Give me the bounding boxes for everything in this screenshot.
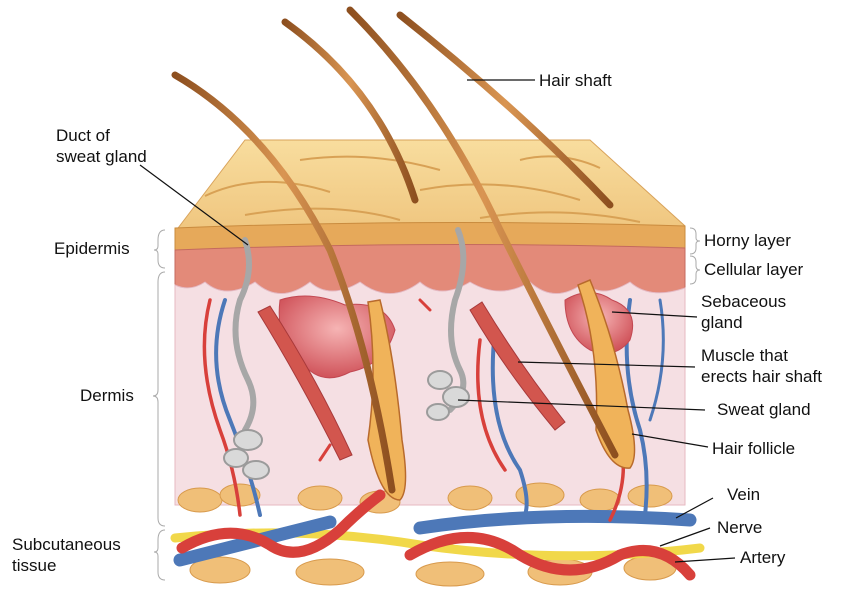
subcutaneous-label-line2: tissue [12,555,121,576]
sweat-gland-label: Sweat gland [717,399,811,420]
duct-of-sweat-gland-label: Duct of sweat gland [56,125,147,167]
horny-layer-label: Horny layer [704,230,791,251]
duct-label-line1: Duct of [56,125,147,146]
subcutaneous-tissue-label: Subcutaneous tissue [12,534,121,576]
sebaceous-label-line2: gland [701,312,786,333]
sebaceous-gland-label: Sebaceous gland [701,291,786,333]
duct-label-line2: sweat gland [56,146,147,167]
sebaceous-label-line1: Sebaceous [701,291,786,312]
muscle-label-line1: Muscle that [701,345,822,366]
dermis-label: Dermis [80,385,134,406]
muscle-label: Muscle that erects hair shaft [701,345,822,387]
vein-label: Vein [727,484,760,505]
muscle-label-line2: erects hair shaft [701,366,822,387]
subcutaneous-label-line1: Subcutaneous [12,534,121,555]
epidermis-label: Epidermis [54,238,130,259]
cellular-layer-label: Cellular layer [704,259,803,280]
nerve-label: Nerve [717,517,762,538]
hair-shaft-label: Hair shaft [539,70,612,91]
artery-label: Artery [740,547,785,568]
hair-follicle-label: Hair follicle [712,438,795,459]
